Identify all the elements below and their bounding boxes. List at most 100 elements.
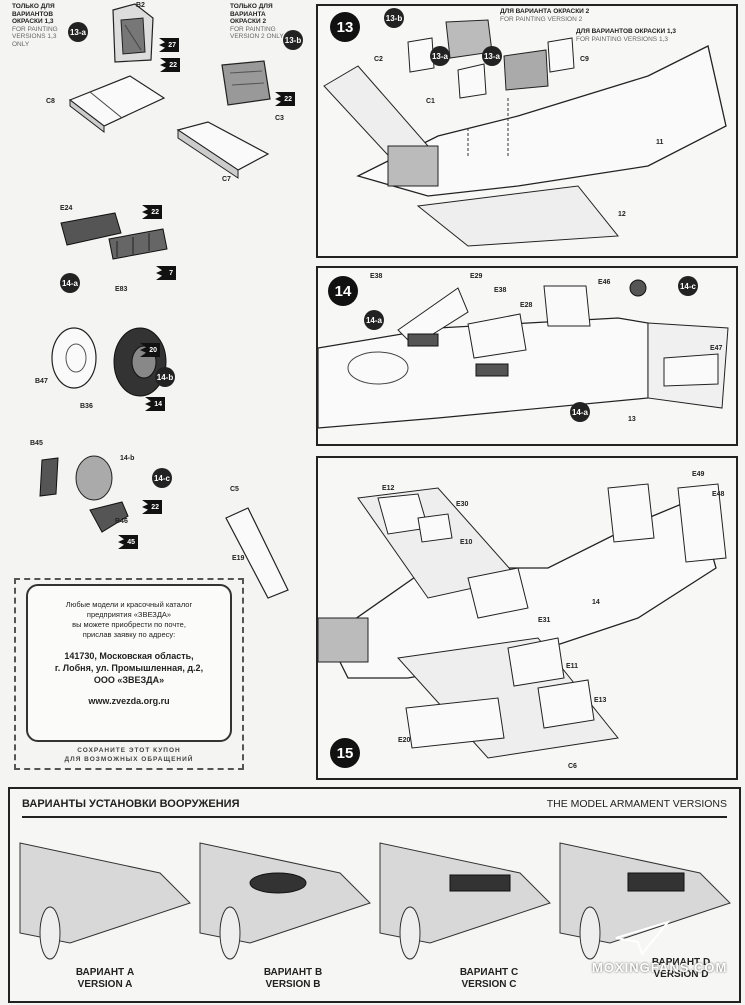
coupon-address: 141730, Московская область, г. Лобня, ул…: [28, 650, 230, 686]
label-14-ref: 14: [592, 599, 600, 606]
armament-title-ru: ВАРИАНТЫ УСТАНОВКИ ВООРУЖЕНИЯ: [22, 798, 240, 810]
badge-14a: 14-a: [60, 273, 80, 293]
variant-d-ru: ВАРИАНТ D: [651, 957, 711, 968]
label-e28: E28: [520, 302, 533, 309]
note-step13-v13-ru: ДЛЯ ВАРИАНТОВ ОКРАСКИ 1,3: [576, 28, 676, 35]
label-b46: B46: [115, 518, 128, 525]
paint-ref-22-13b: 22: [275, 92, 295, 106]
coupon-footer-2: ДЛЯ ВОЗМОЖНЫХ ОБРАЩЕНИЙ: [64, 756, 194, 763]
label-e29: E29: [470, 273, 483, 280]
label-b2: B2: [136, 2, 145, 9]
badge-13a-step13-right: 13-a: [482, 46, 502, 66]
coupon-footer: СОХРАНИТЕ ЭТОТ КУПОН ДЛЯ ВОЗМОЖНЫХ ОБРАЩ…: [16, 746, 242, 764]
variant-c-en: VERSION C: [461, 979, 517, 990]
coupon-website: www.zvezda.org.ru: [88, 696, 170, 706]
note-13a-ru: ТОЛЬКО ДЛЯ ВАРИАНТОВ ОКРАСКИ 1,3: [12, 3, 55, 25]
badge-13b: 13-b: [283, 30, 303, 50]
variant-c-label: ВАРИАНТ C VERSION C: [434, 967, 544, 991]
label-b36: B36: [80, 403, 93, 410]
label-12: 12: [618, 211, 626, 218]
fuselage-step13-drawing: [323, 45, 727, 247]
label-e83: E83: [115, 286, 128, 293]
badge-14a-step14-top: 14-a: [364, 310, 384, 330]
variant-d-en: VERSION D: [653, 969, 709, 980]
label-c8: C8: [46, 98, 55, 105]
coupon-address-1: 141730, Московская область,: [64, 651, 194, 661]
note-step13-v2-ru: ДЛЯ ВАРИАНТА ОКРАСКИ 2: [500, 8, 590, 15]
armament-aircraft-drawings: [19, 842, 731, 960]
coupon-line-1: Любые модели и красочный каталог: [65, 600, 193, 609]
variant-c-ru: ВАРИАНТ C: [459, 967, 519, 978]
step-15-number: 15: [330, 738, 360, 768]
label-b47: B47: [35, 378, 48, 385]
site-watermark: MOXINGFANS.COM: [592, 960, 728, 975]
label-c7: C7: [222, 176, 231, 183]
label-e46: E46: [598, 279, 611, 286]
step-15-panel: C5 E12 E30 E10 E19 E49 E48 14 E31 E11 E1…: [225, 456, 738, 780]
label-e13: E13: [594, 697, 607, 704]
label-e12: E12: [382, 485, 395, 492]
label-e20: E20: [398, 737, 411, 744]
badge-13a: 13-a: [68, 22, 88, 42]
note-13b-en: FOR PAINTING VERSION 2 ONLY: [230, 25, 284, 41]
label-11: 11: [656, 139, 664, 146]
wing-underside-step14-drawing: [318, 279, 729, 429]
armor-plate-c7-drawing: [176, 121, 270, 179]
badge-14c: 14-c: [152, 468, 172, 488]
badge-13a-step13-left: 13-a: [430, 46, 450, 66]
badge-13b-step13: 13-b: [384, 8, 404, 28]
label-e47: E47: [710, 345, 723, 352]
coupon-line-2: предприятия «ЗВЕЗДА»: [86, 610, 172, 619]
label-e19: E19: [232, 555, 245, 562]
badge-14c-step14: 14-c: [678, 276, 698, 296]
badge-14a-step14-bottom: 14-a: [570, 402, 590, 422]
coupon-address-3: ООО «ЗВЕЗДА»: [93, 675, 165, 685]
label-e38-left: E38: [370, 273, 383, 280]
mail-order-coupon: Любые модели и красочный каталог предпри…: [14, 578, 244, 770]
note-step13-v13-en: FOR PAINTING VERSIONS 1,3: [576, 35, 668, 43]
label-c1: C1: [426, 98, 435, 105]
armor-plate-c8-drawing: [68, 75, 166, 134]
armament-versions-panel: ВАРИАНТЫ УСТАНОВКИ ВООРУЖЕНИЯ THE MODEL …: [8, 787, 741, 1003]
coupon-box: Любые модели и красочный каталог предпри…: [26, 584, 232, 742]
coupon-line-4: прислав заявку по адресу:: [82, 630, 176, 639]
label-c2: C2: [374, 56, 383, 63]
variant-b-ru: ВАРИАНТ B: [263, 967, 323, 978]
note-13a: ТОЛЬКО ДЛЯ ВАРИАНТОВ ОКРАСКИ 1,3 FOR PAI…: [12, 3, 74, 48]
fuselage-step15-drawing: [318, 483, 727, 759]
label-e49: E49: [692, 471, 705, 478]
paint-ref-27: 27: [159, 38, 179, 52]
paint-ref-45: 45: [118, 535, 138, 549]
coupon-line-3: вы можете приобрести по почте,: [72, 620, 186, 629]
note-13a-en: FOR PAINTING VERSIONS 1,3 ONLY: [12, 25, 58, 48]
paper-plane-logo-icon: [615, 920, 671, 957]
bulkhead-c3-drawing: [221, 60, 271, 106]
coupon-footer-1: СОХРАНИТЕ ЭТОТ КУПОН: [77, 747, 181, 754]
note-13b: ТОЛЬКО ДЛЯ ВАРИАНТА ОКРАСКИ 2 FOR PAINTI…: [230, 3, 294, 41]
label-c9: C9: [580, 56, 589, 63]
label-c6: C6: [568, 763, 577, 770]
label-c5: C5: [230, 486, 239, 493]
coupon-intro: Любые модели и красочный каталог предпри…: [28, 600, 230, 640]
label-e11: E11: [566, 663, 579, 670]
label-14b-ref: 14-b: [120, 455, 135, 462]
label-e24: E24: [60, 205, 73, 212]
note-13b-ru: ТОЛЬКО ДЛЯ ВАРИАНТА ОКРАСКИ 2: [230, 3, 273, 25]
badge-14b: 14-b: [155, 367, 175, 387]
variant-d-label: ВАРИАНТ D VERSION D: [626, 957, 736, 981]
step-13-number: 13: [330, 12, 360, 42]
variant-a-label: ВАРИАНТ A VERSION A: [50, 967, 160, 991]
label-e48: E48: [712, 491, 725, 498]
armament-title-en: THE MODEL ARMAMENT VERSIONS: [546, 798, 727, 810]
cockpit-bulkhead-b2-drawing: [112, 3, 154, 63]
label-b45: B45: [30, 440, 43, 447]
step-14-panel: 14 E38 E29 E38 E28 E46 E47 13 14-a 14-c …: [316, 266, 738, 446]
radiator-e24-drawing: [60, 212, 168, 260]
label-e30: E30: [456, 501, 469, 508]
label-c3: C3: [275, 115, 284, 122]
wheel-b47-b36-drawing: [51, 327, 167, 397]
step-14-number: 14: [328, 276, 358, 306]
variant-b-label: ВАРИАНТ B VERSION B: [238, 967, 348, 991]
step-13-panel: 13 13-b 13-a 13-a C2 C1 C9 11 12 ДЛЯ ВАР…: [316, 4, 738, 258]
note-step13-v2-en: FOR PAINTING VERSION 2: [500, 15, 583, 23]
